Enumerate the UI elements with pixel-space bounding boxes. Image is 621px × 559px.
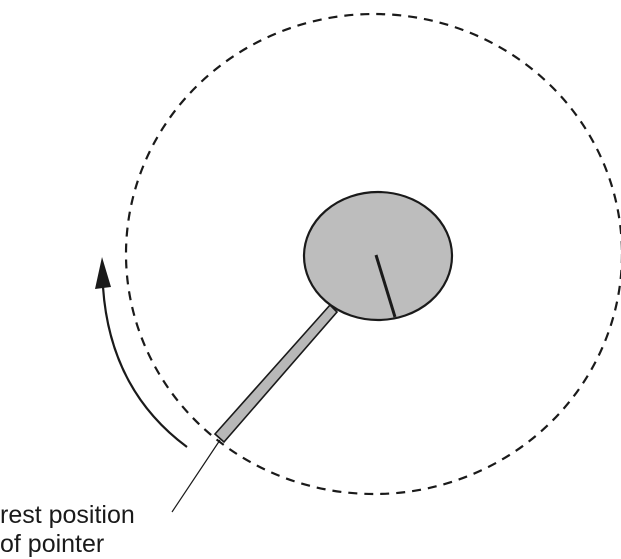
rotation-arrow	[101, 286, 188, 448]
disc-marker-line	[374, 254, 397, 318]
label-line-2: of pointer	[0, 530, 104, 558]
leader-line	[171, 439, 221, 513]
pointer-stem	[213, 303, 339, 444]
arrowhead-icon	[95, 257, 111, 289]
pointer-disc	[302, 190, 454, 322]
label-line-1: rest position	[0, 501, 135, 529]
